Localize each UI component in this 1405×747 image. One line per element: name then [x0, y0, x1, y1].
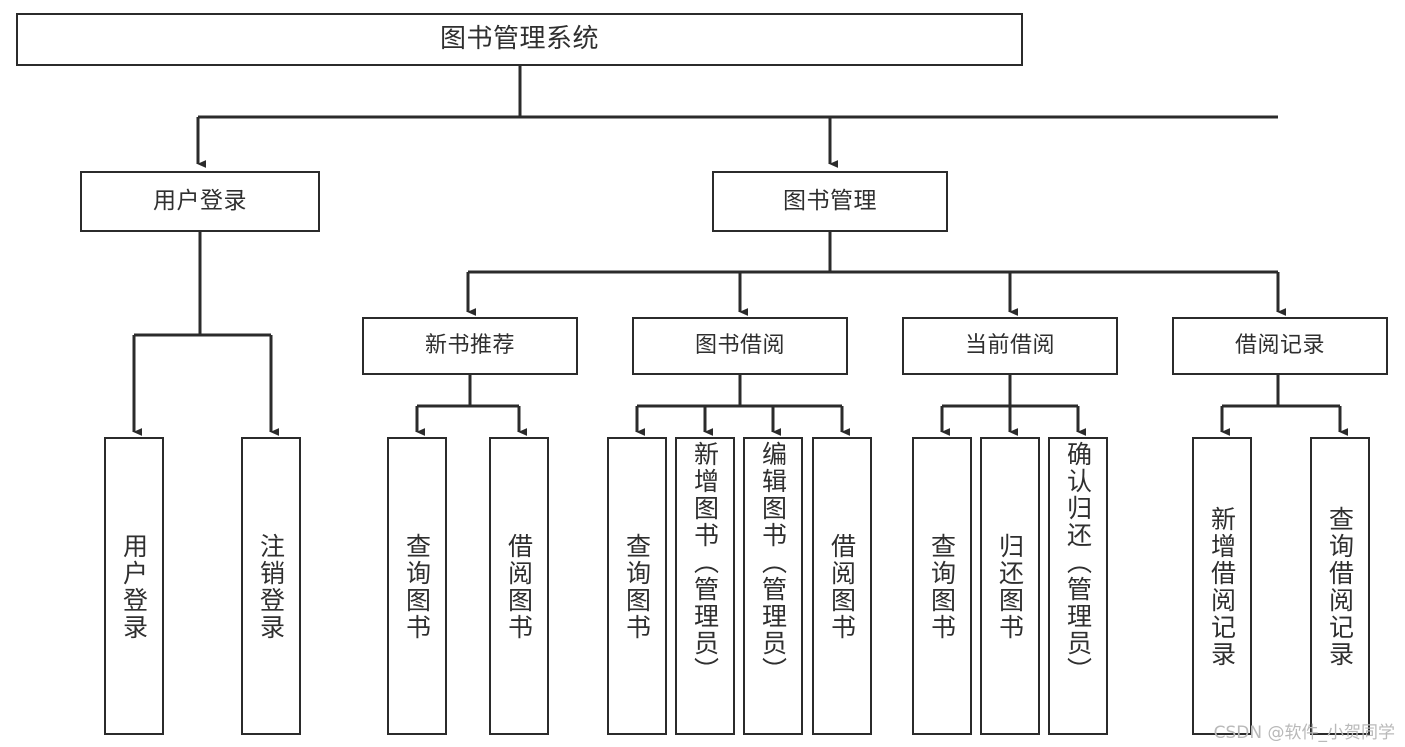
node-leaf-add-record[interactable]: 新增借阅记录 [1192, 437, 1252, 735]
node-leaf-query-book-1[interactable]: 查询图书 [387, 437, 447, 735]
node-leaf-return-book[interactable]: 归还图书 [980, 437, 1040, 735]
node-current-borrow[interactable]: 当前借阅 [902, 317, 1118, 375]
node-leaf-edit-book[interactable]: 编辑图书（管理员） [743, 437, 803, 735]
node-leaf-query-book-2-label: 查询图书 [622, 533, 652, 641]
node-book-manage[interactable]: 图书管理 [712, 171, 948, 232]
node-leaf-confirm-return[interactable]: 确认归还（管理员） [1048, 437, 1108, 735]
node-leaf-add-book-label: 新增图书（管理员） [690, 441, 720, 684]
node-leaf-query-record-label: 查询借阅记录 [1325, 506, 1355, 668]
node-leaf-borrow-book-1[interactable]: 借阅图书 [489, 437, 549, 735]
node-leaf-add-record-label: 新增借阅记录 [1207, 506, 1237, 668]
node-leaf-query-book-3[interactable]: 查询图书 [912, 437, 972, 735]
node-leaf-confirm-return-label: 确认归还（管理员） [1063, 441, 1093, 684]
node-book-manage-label: 图书管理 [783, 187, 877, 214]
node-leaf-logout-login[interactable]: 注销登录 [241, 437, 301, 735]
node-new-book-recommend-label: 新书推荐 [424, 333, 515, 359]
node-root-system-label: 图书管理系统 [439, 24, 599, 55]
node-current-borrow-label: 当前借阅 [964, 333, 1055, 359]
node-book-borrow-label: 图书借阅 [694, 333, 785, 359]
node-leaf-edit-book-label: 编辑图书（管理员） [758, 441, 788, 684]
node-user-login[interactable]: 用户登录 [80, 171, 320, 232]
node-leaf-user-login[interactable]: 用户登录 [104, 437, 164, 735]
csdn-watermark: CSDN @软件_小贺同学 [1213, 723, 1395, 743]
node-leaf-query-book-1-label: 查询图书 [402, 533, 432, 641]
node-leaf-user-login-label: 用户登录 [119, 533, 149, 641]
node-leaf-return-book-label: 归还图书 [995, 533, 1025, 641]
node-leaf-borrow-book-1-label: 借阅图书 [504, 533, 534, 641]
node-leaf-query-book-3-label: 查询图书 [927, 533, 957, 641]
node-new-book-recommend[interactable]: 新书推荐 [362, 317, 578, 375]
node-leaf-borrow-book-2[interactable]: 借阅图书 [812, 437, 872, 735]
node-leaf-borrow-book-2-label: 借阅图书 [827, 533, 857, 641]
node-borrow-record-label: 借阅记录 [1234, 333, 1325, 359]
node-user-login-label: 用户登录 [153, 187, 247, 214]
node-leaf-add-book[interactable]: 新增图书（管理员） [675, 437, 735, 735]
node-book-borrow[interactable]: 图书借阅 [632, 317, 848, 375]
node-root-system[interactable]: 图书管理系统 [16, 13, 1023, 66]
node-borrow-record[interactable]: 借阅记录 [1172, 317, 1388, 375]
node-leaf-query-record[interactable]: 查询借阅记录 [1310, 437, 1370, 735]
node-leaf-logout-login-label: 注销登录 [256, 533, 286, 641]
node-leaf-query-book-2[interactable]: 查询图书 [607, 437, 667, 735]
